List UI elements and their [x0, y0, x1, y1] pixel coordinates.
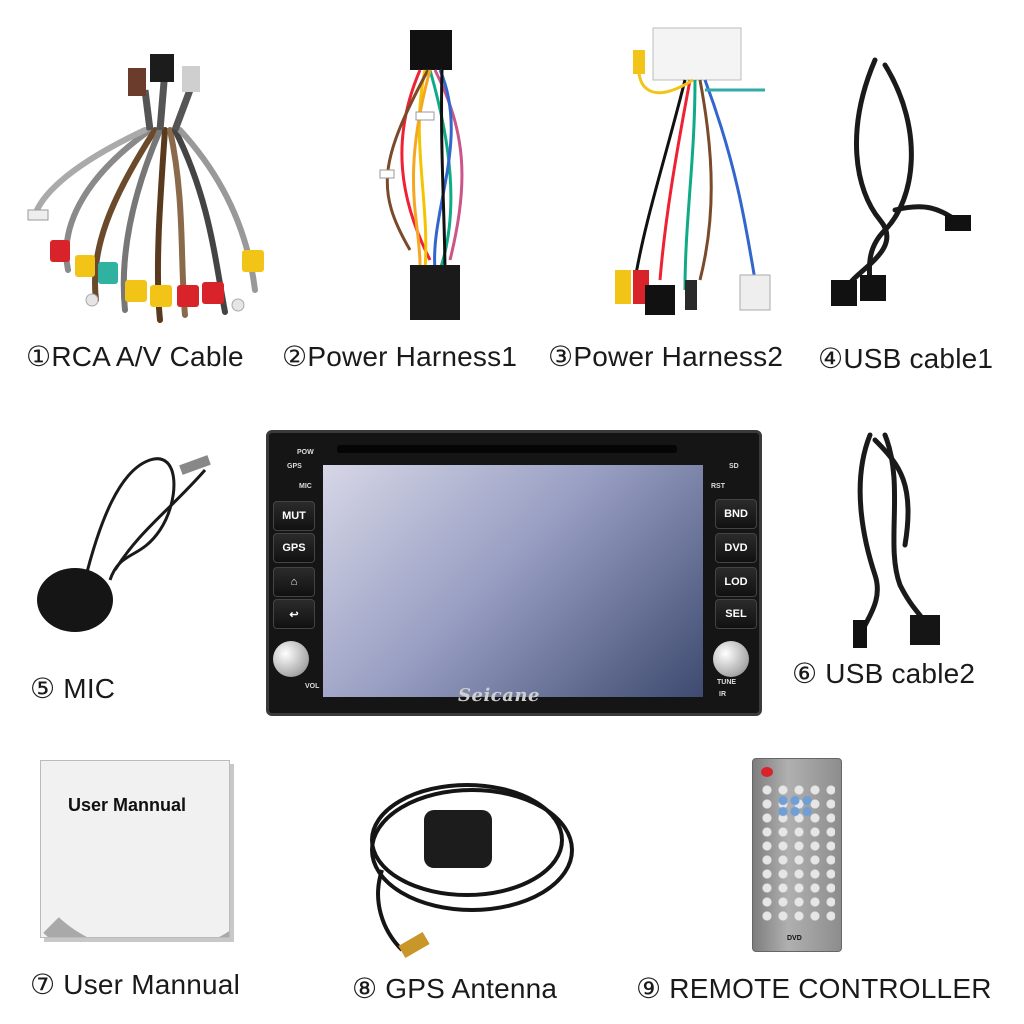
sd-label: SD — [729, 463, 739, 470]
usb-cable2-image — [845, 425, 955, 655]
user-manual-image — [40, 760, 230, 938]
home-button: ⌂ — [273, 567, 315, 597]
caption-gps-antenna: ⑧ GPS Antenna — [352, 972, 558, 1005]
usb-cable1-image — [825, 50, 985, 320]
mic-label: MIC — [299, 483, 312, 490]
caption-remote-controller: ⑨ REMOTE CONTROLLER — [636, 972, 992, 1005]
gps-port-label: GPS — [287, 463, 302, 470]
gps-button: GPS — [273, 533, 315, 563]
caption-rca-av-cable: ①RCA A/V Cable — [26, 340, 244, 373]
caption-mic: ⑤ MIC — [30, 672, 116, 705]
manual-cover-title: User Mannual — [68, 795, 187, 815]
mic-image — [30, 440, 220, 640]
nav-keys — [777, 795, 813, 817]
brand-logo: Seicane — [458, 685, 540, 706]
remote-controller-image: DVD — [752, 758, 842, 952]
caption-usb-cable1: ④USB cable1 — [818, 342, 994, 375]
caption-power-harness2: ③Power Harness2 — [548, 340, 784, 373]
mut-button: MUT — [273, 501, 315, 531]
caption-power-harness1: ②Power Harness1 — [282, 340, 518, 373]
back-button: ↩ — [273, 599, 315, 629]
volume-knob — [273, 641, 309, 677]
dvd-button: DVD — [715, 533, 757, 563]
power-key — [761, 767, 773, 777]
disc-slot — [337, 445, 677, 453]
power-harness1-image — [370, 20, 500, 330]
screen — [323, 465, 703, 697]
remote-footer-label: DVD — [787, 935, 802, 942]
gps-antenna-image — [362, 770, 582, 970]
sel-button: SEL — [715, 599, 757, 629]
vol-label: VOL — [305, 683, 320, 690]
caption-usb-cable2: ⑥ USB cable2 — [792, 657, 976, 690]
lod-button: LOD — [715, 567, 757, 597]
head-unit-image: POW GPS MIC SD RST VOL TUNE IR MUT GPS ⌂… — [266, 430, 762, 716]
tune-label: TUNE — [717, 679, 737, 686]
rst-label: RST — [711, 483, 725, 490]
bnd-button: BND — [715, 499, 757, 529]
connector-brown — [128, 68, 146, 96]
pow-label: POW — [297, 449, 314, 456]
tune-knob — [713, 641, 749, 677]
caption-user-manual: ⑦ User Mannual — [30, 968, 240, 1001]
ir-label: IR — [719, 691, 726, 698]
rca-av-cable-image — [20, 50, 290, 330]
power-harness2-image — [605, 20, 795, 330]
